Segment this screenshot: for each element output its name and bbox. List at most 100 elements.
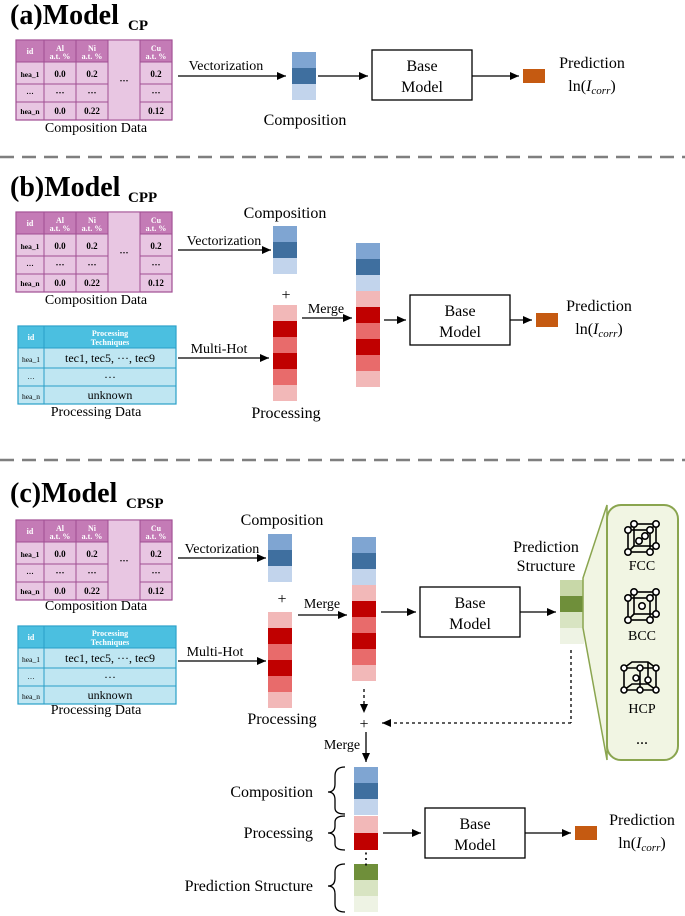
processing-cell <box>273 305 297 321</box>
processing-data-caption: Processing Data <box>51 703 142 718</box>
base-model-label-2: Model <box>449 616 491 633</box>
processing-cell <box>354 833 378 850</box>
structure-panel <box>606 504 679 761</box>
composition-data-caption: Composition Data <box>45 121 148 136</box>
merge-label: Merge <box>308 302 344 317</box>
composition-cell <box>273 226 297 242</box>
composition-vector <box>292 52 316 100</box>
composition-table-header: id <box>27 527 34 536</box>
processing-table-header: id <box>28 633 35 642</box>
processing-cell <box>273 321 297 337</box>
vectorization-label: Vectorization <box>185 542 260 557</box>
processing-cell <box>352 617 376 633</box>
panel-c-subscript: CPSP <box>126 496 164 512</box>
composition-cell <box>354 767 378 783</box>
output-block <box>536 313 558 327</box>
base-model-label-2: Model <box>454 837 496 854</box>
composition-table-value: ··· <box>87 260 96 270</box>
base-model-box <box>409 294 511 346</box>
composition-cell <box>292 84 316 100</box>
composition-table-value: 0.2 <box>86 69 98 79</box>
composition-table-id: hea_1 <box>21 550 40 559</box>
composition-table-header: Ni <box>88 524 97 533</box>
prediction-label: Prediction <box>609 812 675 829</box>
composition-table-value: 0.2 <box>150 549 162 559</box>
composition-cell <box>352 553 376 569</box>
output-block <box>575 826 597 840</box>
composition-cell <box>268 566 292 582</box>
composition-table-unit: a.t. % <box>50 52 71 61</box>
structure-zoom-wedge <box>582 504 608 761</box>
composition-table-header: Al <box>56 44 65 53</box>
composition-vector <box>273 226 297 274</box>
base-model-label-2: Model <box>401 79 443 96</box>
final-composition-label: Composition <box>230 784 313 801</box>
composition-cell <box>292 52 316 68</box>
multi-hot-label: Multi-Hot <box>191 342 248 357</box>
composition-vector-label: Composition <box>241 512 324 529</box>
composition-table-unit: a.t. % <box>50 224 71 233</box>
composition-cell <box>356 259 380 275</box>
processing-cell <box>268 612 292 628</box>
final-prediction-structure-label: Prediction Structure <box>185 878 313 895</box>
composition-table-id: hea_n <box>20 107 40 116</box>
composition-brace <box>327 766 346 815</box>
composition-cell <box>354 783 378 799</box>
composition-table-id: ··· <box>26 261 34 270</box>
processing-table-header: Processing <box>92 329 128 338</box>
multi-hot-label: Multi-Hot <box>187 645 244 660</box>
composition-table-value: 0.0 <box>54 278 66 288</box>
processing-table-value: ··· <box>104 670 116 684</box>
final-processing-label: Processing <box>244 825 313 842</box>
processing-table-value: tec1, tec5, ···, tec9 <box>65 351 155 365</box>
base-model-label-1: Base <box>406 58 437 75</box>
base-model-label-1: Base <box>454 595 485 612</box>
vectorization-label: Vectorization <box>187 234 262 249</box>
processing-table-value: unknown <box>88 688 133 702</box>
composition-cell <box>273 258 297 274</box>
composition-table-unit: a.t. % <box>146 532 167 541</box>
composition-table-gap-column <box>107 39 141 121</box>
composition-table-header: id <box>27 219 34 228</box>
plus-sign: + <box>277 591 286 608</box>
panel-b-title: (b)Model <box>10 172 121 203</box>
composition-table-gap: ··· <box>119 248 128 258</box>
processing-cell <box>356 307 380 323</box>
composition-table-value: ··· <box>55 88 64 98</box>
base-model-label-1: Base <box>444 303 475 320</box>
structure-cell <box>354 896 378 912</box>
composition-table-value: 0.0 <box>54 106 66 116</box>
processing-cell <box>273 369 297 385</box>
composition-table-value: ··· <box>87 568 96 578</box>
processing-cell <box>356 339 380 355</box>
processing-cell <box>352 633 376 649</box>
processing-vector <box>273 305 297 401</box>
composition-cell <box>268 550 292 566</box>
processing-brace <box>327 815 346 851</box>
panel-a-title: (a)Model <box>10 0 119 31</box>
processing-cell <box>273 353 297 369</box>
processing-cell <box>268 644 292 660</box>
hcp-crystal-icon <box>620 661 660 694</box>
prediction-structure-label-2: Structure <box>517 558 576 575</box>
fcc-label: FCC <box>629 559 655 574</box>
structure-cell <box>560 596 584 612</box>
processing-table-header: Techniques <box>91 638 129 647</box>
composition-table-unit: a.t. % <box>82 52 103 61</box>
hcp-label: HCP <box>628 702 655 717</box>
composition-table-value: 0.2 <box>150 241 162 251</box>
processing-cell <box>352 601 376 617</box>
ln-icorr-label: ln(Icorr) <box>618 835 665 854</box>
composition-table-id: hea_1 <box>21 70 40 79</box>
composition-data-caption: Composition Data <box>45 293 148 308</box>
composition-table-value: 0.0 <box>54 241 66 251</box>
composition-table-header: Ni <box>88 44 97 53</box>
composition-table-gap-column <box>107 211 141 293</box>
base-model-box <box>424 807 526 859</box>
composition-table-id: ··· <box>26 569 34 578</box>
